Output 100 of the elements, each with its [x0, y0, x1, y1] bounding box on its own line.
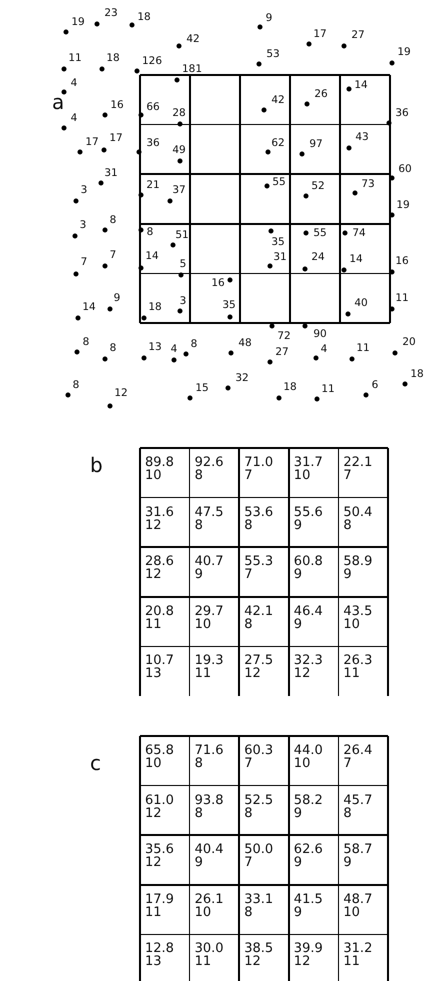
cell-value: 26.3 [343, 654, 372, 668]
point-value: 20 [402, 336, 416, 348]
cell-value: 35.6 [145, 843, 174, 856]
point-value: 52 [311, 180, 325, 192]
cell-count: 9 [294, 568, 302, 582]
point-value: 40 [354, 298, 368, 308]
cell-value: 50.0 [244, 843, 274, 856]
cell-value: 58.7 [343, 843, 372, 856]
point-value: 28 [172, 108, 186, 118]
point-value: 11 [395, 292, 409, 304]
point-value: 17 [85, 136, 99, 148]
cell-count: 9 [294, 856, 302, 870]
point-value: 16 [211, 278, 225, 288]
point-value: 13 [148, 342, 162, 352]
cell-value: 10.7 [145, 654, 174, 668]
point-value: 55 [313, 228, 327, 238]
cell-count: 10 [343, 618, 360, 631]
cell-value: 71.6 [194, 744, 224, 757]
point-value: 42 [271, 94, 285, 106]
point-value: 3 [80, 184, 88, 196]
point-value: 35 [222, 300, 236, 310]
cell-value: 17.9 [145, 892, 174, 906]
cell-count: 9 [294, 618, 302, 631]
cell-value: 55.6 [294, 506, 323, 519]
point-value: 7 [80, 256, 88, 268]
cell-count: 7 [244, 469, 252, 482]
cell-count: 12 [145, 518, 162, 532]
point-value: 8 [110, 214, 116, 226]
point-value: 14 [145, 250, 159, 262]
cell-count: 12 [145, 806, 162, 820]
cell-count: 10 [194, 618, 212, 631]
cell-value: 93.8 [194, 794, 224, 807]
cell-count: 12 [244, 667, 261, 680]
point-value: 18 [106, 52, 120, 64]
cell-value: 26.4 [343, 744, 372, 757]
cell-value: 44.0 [294, 744, 323, 757]
point-value: 49 [172, 144, 186, 156]
point-value: 19 [396, 200, 410, 210]
cell-count: 11 [343, 955, 360, 968]
cell-count: 10 [294, 757, 310, 770]
cell-count: 8 [244, 906, 252, 919]
cell-value: 28.6 [145, 555, 174, 568]
point-value: 42 [186, 34, 200, 44]
point-value: 9 [266, 12, 272, 24]
cell-value: 45.7 [343, 794, 372, 807]
cell-value: 31.7 [294, 456, 323, 469]
cell-value: 19.3 [194, 654, 224, 668]
cell-value: 50.4 [343, 506, 372, 519]
point-value: 6 [372, 380, 378, 390]
point-value: 16 [110, 100, 124, 110]
cell-count: 12 [294, 667, 310, 680]
point-value: 48 [238, 338, 252, 348]
point-value: 31 [104, 168, 118, 178]
cell-value: 31.6 [145, 506, 174, 519]
point-value: 4 [70, 78, 78, 88]
point-value: 53 [266, 48, 280, 60]
cell-count: 9 [343, 856, 352, 870]
point-value: 55 [272, 176, 286, 188]
point-value: 90 [313, 328, 327, 340]
cell-value: 48.7 [343, 892, 372, 906]
cell-value: 20.8 [145, 604, 174, 618]
point-value: 16 [395, 256, 409, 266]
cell-count: 7 [244, 757, 252, 770]
cell-count: 10 [145, 469, 162, 482]
point-value: 14 [349, 254, 363, 264]
cell-value: 89.8 [145, 456, 174, 469]
cell-value: 33.1 [244, 892, 274, 906]
point-value: 18 [410, 368, 424, 380]
cell-count: 10 [294, 469, 310, 482]
cell-count: 11 [145, 906, 162, 919]
point-value: 3 [80, 220, 86, 230]
cell-count: 8 [244, 806, 252, 820]
panel-letter: b [90, 455, 103, 475]
cell-count: 12 [244, 955, 261, 968]
point-value: 35 [271, 236, 285, 248]
point-value: 126 [142, 56, 162, 66]
cell-count: 7 [343, 757, 352, 770]
point-value: 8 [72, 380, 80, 390]
cell-count: 12 [145, 856, 162, 870]
cell-value: 26.1 [194, 892, 224, 906]
point-value: 72 [277, 330, 291, 342]
cell-count: 12 [294, 955, 310, 968]
point-value: 8 [190, 338, 198, 350]
point-value: 21 [146, 180, 160, 190]
point-value: 62 [271, 138, 285, 148]
cell-value: 62.6 [294, 843, 323, 856]
point-value: 4 [170, 344, 178, 354]
cell-count: 8 [194, 469, 203, 482]
cell-count: 8 [343, 806, 352, 820]
point-value: 17 [109, 132, 123, 144]
point-value: 11 [356, 342, 370, 354]
cell-count: 8 [194, 806, 203, 820]
cell-count: 8 [244, 518, 252, 532]
cell-value: 42.1 [244, 604, 274, 618]
cell-value: 43.5 [343, 604, 372, 618]
point-value: 51 [175, 230, 189, 240]
cell-value: 60.8 [294, 555, 323, 568]
cell-value: 27.5 [244, 654, 274, 668]
cell-count: 9 [294, 906, 302, 919]
cell-count: 8 [194, 518, 203, 532]
